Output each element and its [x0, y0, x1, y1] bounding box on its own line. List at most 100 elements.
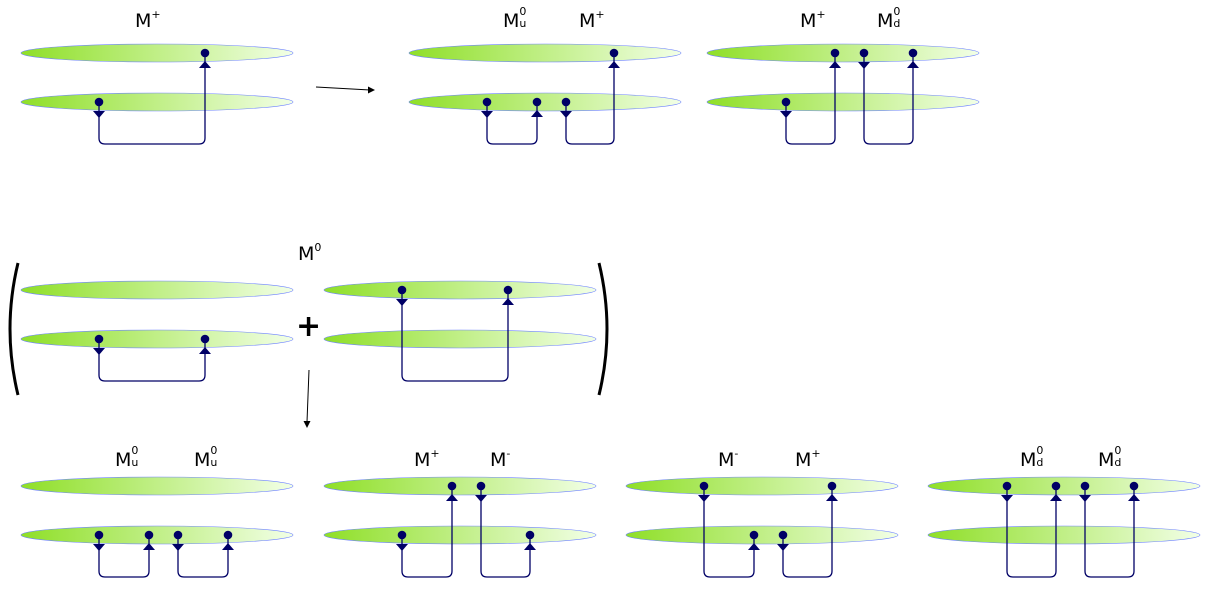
superposition-plus: +	[296, 309, 322, 344]
diagram-9-quark-1b-arrow	[1050, 494, 1062, 501]
diagram-3-quark-2a-arrow	[858, 62, 870, 69]
diagram-9-quark-line-2	[1084, 486, 1135, 578]
process-arrow-right	[315, 86, 371, 91]
diagram-2-quark-1a-dot	[482, 97, 492, 107]
diagram-7-quark-1b-arrow	[446, 494, 458, 501]
diagram-3-upper-disk	[706, 43, 980, 63]
label-meson-plus-5: M+	[795, 447, 821, 471]
diagram-2-lower-disk	[408, 92, 682, 112]
diagram-7-quark-line-2	[480, 486, 531, 578]
diagram-4-quark-1b-dot	[200, 334, 210, 344]
diagram-4-quark-1b-arrow	[199, 347, 211, 354]
diagram-3-quark-1b-arrow	[829, 61, 841, 68]
diagram-9-quark-line-1	[1006, 486, 1057, 578]
diagram-2-quark-1a-arrow	[481, 111, 493, 118]
diagram-3-quark-line-2	[863, 53, 914, 145]
diagram-2-quark-1b-dot	[532, 97, 542, 107]
diagram-8-quark-1b-dot	[749, 530, 759, 540]
diagram-3-quark-2b-arrow	[907, 61, 919, 68]
diagram-5-lower-disk	[323, 329, 597, 349]
label-meson-plus-3: M+	[800, 8, 826, 32]
diagram-1-quark-1b-arrow	[199, 61, 211, 68]
diagram-7-quark-line-1	[401, 486, 453, 578]
diagram-5-quark-1a-dot	[397, 285, 407, 295]
label-meson-plus-1: M+	[135, 8, 161, 32]
diagram-8-quark-2b-arrow	[826, 494, 838, 501]
diagram-1-lower-disk	[20, 92, 294, 112]
diagram-9-quark-1a-arrow	[1001, 495, 1013, 502]
diagram-7-lower-disk	[323, 525, 597, 545]
diagram-5-quark-1a-arrow	[396, 299, 408, 306]
diagram-2-quark-line-2	[565, 53, 615, 145]
diagram-2-upper-disk	[408, 43, 682, 63]
diagram-7-quark-2a-arrow	[475, 495, 487, 502]
diagram-9-lower-disk	[927, 525, 1201, 545]
diagram-2-quark-line-1	[486, 102, 538, 145]
diagram-5-quark-1b-arrow	[502, 298, 514, 305]
diagram-9-quark-2a-dot	[1080, 481, 1090, 491]
diagram-8-quark-line-2	[782, 486, 833, 578]
diagram-8-quark-1a-dot	[699, 481, 709, 491]
diagram-2-quark-1b-arrow	[531, 110, 543, 117]
process-arrow-down	[306, 369, 310, 423]
diagram-4-quark-1a-arrow	[93, 348, 105, 355]
diagram-6-lower-disk	[20, 525, 294, 545]
diagram-6-quark-2a-dot	[173, 530, 183, 540]
label-meson-zero: M0	[298, 241, 322, 265]
diagram-5-quark-line-1	[401, 290, 509, 382]
diagram-8-quark-2a-dot	[778, 530, 788, 540]
diagram-3-quark-1a-arrow	[780, 111, 792, 118]
diagram-1-upper-disk	[20, 43, 294, 63]
diagram-8-quark-1a-arrow	[698, 495, 710, 502]
diagram-2-quark-2b-arrow	[608, 61, 620, 68]
diagram-8-quark-2b-dot	[827, 481, 837, 491]
diagram-8-quark-2a-arrow	[777, 544, 789, 551]
diagram-9-quark-2a-arrow	[1079, 495, 1091, 502]
diagram-3-quark-1a-dot	[781, 97, 791, 107]
diagram-9-upper-disk	[927, 476, 1201, 496]
diagram-6-quark-line-2	[177, 535, 229, 578]
label-meson-plus-4: M+	[414, 447, 440, 471]
diagram-2-quark-2a-dot	[561, 97, 571, 107]
diagram-2-quark-2b-dot	[609, 48, 619, 58]
diagram-7-quark-2a-dot	[476, 481, 486, 491]
diagram-6-quark-1b-arrow	[143, 543, 155, 550]
diagram-6-quark-1a-arrow	[93, 544, 105, 551]
diagram-7-quark-1a-dot	[397, 530, 407, 540]
diagram-1-quark-line-1	[98, 53, 206, 145]
diagram-8-upper-disk	[625, 476, 899, 496]
label-meson-minus-2: M-	[718, 447, 739, 471]
diagram-2-quark-2a-arrow	[560, 111, 572, 118]
diagram-8-quark-line-1	[703, 486, 755, 578]
diagram-3-quark-1b-dot	[830, 48, 840, 58]
process-arrow-right-head	[368, 86, 375, 94]
diagram-9-quark-1a-dot	[1002, 481, 1012, 491]
diagram-6-quark-2a-arrow	[172, 544, 184, 551]
diagram-6-upper-disk	[20, 476, 294, 496]
decoration-layer	[8, 86, 609, 428]
diagram-7-quark-2b-dot	[525, 530, 535, 540]
diagram-4-quark-line-1	[98, 339, 206, 382]
diagram-6-quark-1a-dot	[94, 530, 104, 540]
diagram-1-quark-1a-arrow	[93, 111, 105, 118]
diagram-9-quark-2b-dot	[1129, 481, 1139, 491]
diagram-4-quark-1a-dot	[94, 334, 104, 344]
diagram-6-quark-2b-arrow	[222, 543, 234, 550]
diagram-6-quark-line-1	[98, 535, 150, 578]
diagram-4-upper-disk	[20, 280, 294, 300]
diagram-4-lower-disk	[20, 329, 294, 349]
diagram-5-quark-1b-dot	[503, 285, 513, 295]
diagram-3-lower-disk	[706, 92, 980, 112]
quark-lines-layer	[98, 53, 1135, 578]
diagram-5-upper-disk	[323, 280, 597, 300]
diagram-6-quark-1b-dot	[144, 530, 154, 540]
diagram-7-quark-1a-arrow	[396, 544, 408, 551]
diagram-9-quark-2b-arrow	[1128, 494, 1140, 501]
